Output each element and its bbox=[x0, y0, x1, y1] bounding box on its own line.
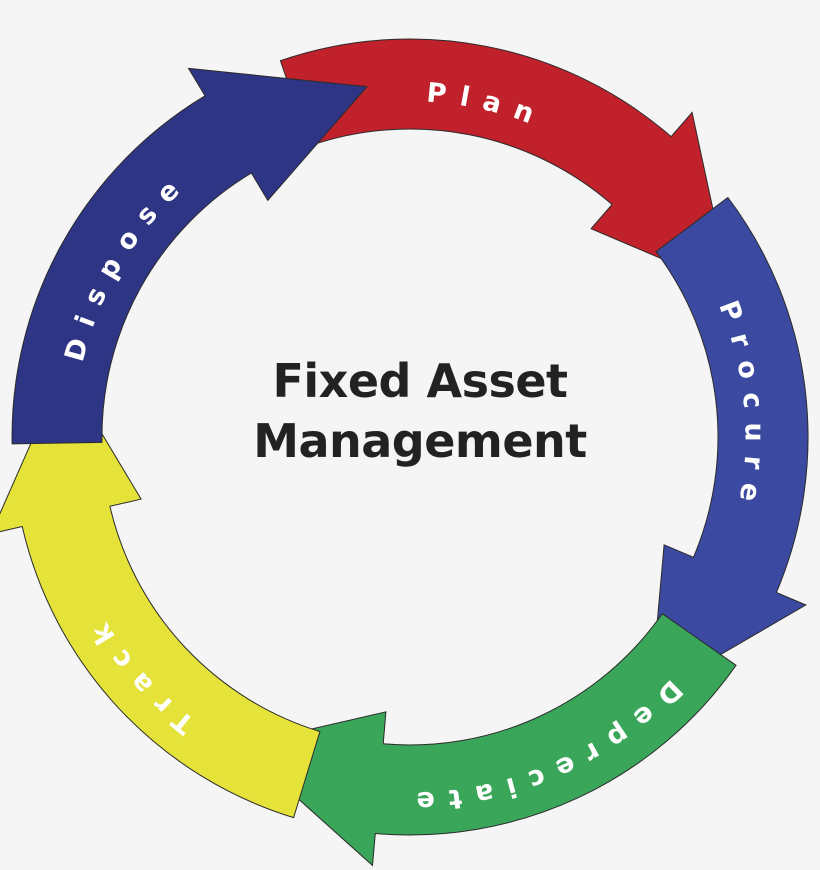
center-title: Fixed Asset Management bbox=[210, 352, 630, 472]
arrow-depreciate bbox=[237, 613, 737, 867]
arrow-procure bbox=[650, 196, 809, 697]
center-title-line-1: Fixed Asset bbox=[272, 354, 568, 408]
center-title-line-2: Management bbox=[253, 413, 587, 468]
arrow-plan bbox=[279, 38, 731, 289]
arrow-dispose bbox=[11, 67, 369, 445]
arrow-track bbox=[0, 368, 321, 819]
